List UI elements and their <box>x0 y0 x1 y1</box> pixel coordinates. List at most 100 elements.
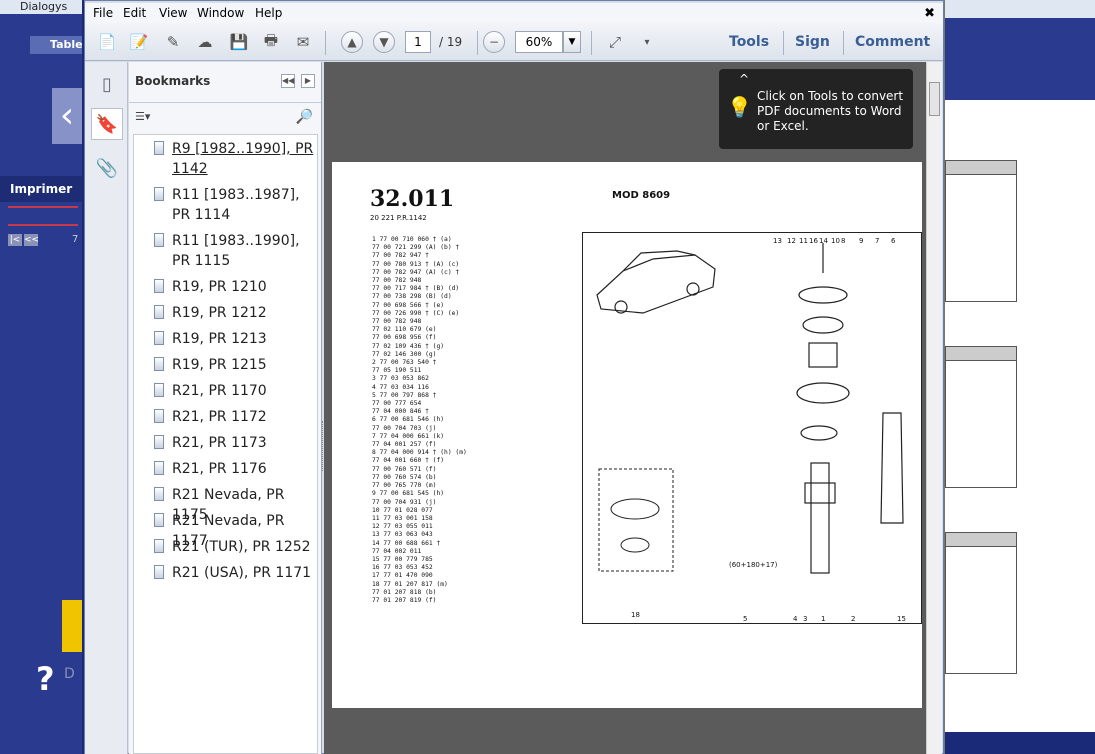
car-icon <box>596 250 716 314</box>
part-line: 77 00 726 990 † (C) (e) <box>372 309 460 317</box>
page-up-icon[interactable]: ▲ <box>341 31 363 53</box>
part-line: 77 00 738 298 (B) (d) <box>372 293 452 301</box>
background-thumb-2[interactable] <box>945 346 1017 488</box>
document-view[interactable]: 32.011 20 221 P.R.1142 MOD 8609 1 77 00 … <box>324 62 926 754</box>
part-line: 77 00 760 571 (f) <box>372 465 437 473</box>
bookmark-icon <box>154 331 164 345</box>
zoom-dropdown-icon[interactable]: ▼ <box>563 31 581 53</box>
back-arrow-icon[interactable]: ‹ <box>52 88 82 144</box>
svg-text:2: 2 <box>851 615 855 623</box>
expand-panel-icon[interactable]: ▶ <box>301 74 315 88</box>
cloud-upload-icon[interactable]: ☁ <box>197 33 213 51</box>
svg-text:10: 10 <box>831 237 840 245</box>
part-line: 77 02 109 436 † (g) <box>372 342 445 350</box>
part-line: 77 00 721 299 (A) (b) † <box>372 244 460 252</box>
menu-file[interactable]: File <box>93 6 114 20</box>
help-letter-icon: D <box>64 666 75 682</box>
callout-labels: 13 12 11 16 14 10 8 9 7 6 18 5 4 3 <box>631 237 906 623</box>
part-line: 77 05 190 511 <box>372 367 422 375</box>
bookmarks-panel: Bookmarks ◀◀ ▶ ☰▾ 🔎 R9 [1982..1990], PR … <box>129 62 322 754</box>
part-line: 77 04 000 846 † <box>372 408 429 416</box>
zoom-input[interactable]: 60% <box>515 31 563 53</box>
part-line: 77 04 001 660 † (f) <box>372 457 445 465</box>
page-number-input[interactable]: 1 <box>405 31 431 53</box>
toolbar-more-icon[interactable]: ▾ <box>644 36 650 48</box>
exploded-diagram: 13 12 11 16 14 10 8 9 7 6 18 5 4 3 <box>582 232 922 624</box>
toolbar-separator <box>477 31 478 55</box>
find-bookmark-icon[interactable]: 🔎 <box>295 109 313 125</box>
print-icon[interactable]: 🖶 <box>263 30 279 49</box>
sign-link[interactable]: Sign <box>795 34 830 50</box>
svg-text:(60+180+17): (60+180+17) <box>729 561 778 569</box>
menu-view[interactable]: View <box>159 6 188 20</box>
part-line: 4 77 03 034 116 <box>372 383 429 391</box>
attachments-icon[interactable]: 📎 <box>95 157 119 179</box>
page-total: / 19 <box>439 35 463 49</box>
page-thumbnails-icon[interactable]: ▯ <box>102 73 112 95</box>
edit-pdf-icon[interactable]: 📝 <box>129 33 149 51</box>
bookmark-icon <box>154 565 164 579</box>
part-line: 6 77 00 681 546 (h) <box>372 416 445 424</box>
tooltip-collapse-icon[interactable]: ^ <box>739 72 750 86</box>
help-icon[interactable]: ? <box>36 660 55 698</box>
collapse-panel-icon[interactable]: ◀◀ <box>281 74 295 88</box>
part-line: 77 02 146 300 (g) <box>372 350 437 358</box>
menu-help[interactable]: Help <box>255 6 283 20</box>
toolbar: 📄 📝 ✎ ☁ 💾 🖶 ✉ ▲ ▼ 1 / 19 − 60% ▼ ⤢ ▾ Too… <box>85 23 943 61</box>
part-line: 77 04 002 011 <box>372 547 422 555</box>
tools-link[interactable]: Tools <box>729 34 770 50</box>
email-icon[interactable]: ✉ <box>296 33 310 51</box>
prev-page-button[interactable]: << <box>24 234 40 246</box>
svg-text:15: 15 <box>897 615 906 623</box>
model-label: MOD 8609 <box>612 190 671 201</box>
close-icon[interactable]: ✖ <box>924 6 935 21</box>
print-link[interactable]: Imprimer <box>0 176 82 202</box>
zoom-out-icon[interactable]: − <box>483 31 505 53</box>
part-line: 9 77 00 681 545 (h) <box>372 490 445 498</box>
bookmarks-toolbar: ☰▾ 🔎 <box>129 102 321 132</box>
part-line: 77 00 704 703 (j) <box>372 424 437 432</box>
inset-box <box>598 468 674 572</box>
background-app-tab[interactable]: Table <box>30 36 83 54</box>
bookmark-icon <box>154 305 164 319</box>
bookmark-icon <box>154 141 164 155</box>
menu-edit[interactable]: Edit <box>123 6 147 20</box>
svg-text:16: 16 <box>809 237 818 245</box>
part-line: 77 00 765 770 (m) <box>372 482 437 490</box>
suspension-diagram-svg: 13 12 11 16 14 10 8 9 7 6 18 5 4 3 <box>596 237 906 623</box>
part-line: 77 02 110 679 (e) <box>372 326 437 334</box>
bookmark-icon <box>154 461 164 475</box>
bookmarks-icon[interactable]: 🔖 <box>91 108 123 140</box>
bookmark-icon <box>154 357 164 371</box>
tooltip-text: Click on Tools to convert PDF documents … <box>757 89 904 133</box>
create-pdf-icon[interactable]: 📄 <box>97 33 117 51</box>
lightbulb-icon: 💡 <box>727 95 752 119</box>
scrollbar-thumb[interactable] <box>929 82 940 116</box>
background-thumb-1[interactable] <box>945 160 1017 302</box>
page-down-icon[interactable]: ▼ <box>373 31 395 53</box>
svg-text:11: 11 <box>799 237 808 245</box>
menu-bar: File Edit View Window Help ✖ <box>85 3 943 23</box>
vertical-scrollbar[interactable] <box>926 62 942 754</box>
part-line: 77 00 698 956 (f) <box>372 334 437 342</box>
part-line: 77 00 782 947 (A) (c) † <box>372 268 460 276</box>
bookmark-icon <box>154 435 164 449</box>
svg-text:14: 14 <box>819 237 828 245</box>
bookmark-options-icon[interactable]: ☰▾ <box>135 110 151 123</box>
first-page-button[interactable]: |< <box>8 234 22 246</box>
sign-pen-icon[interactable]: ✎ <box>166 33 180 51</box>
part-line: 77 00 698 566 † (e) <box>372 301 445 309</box>
background-app-title: Dialogys <box>0 0 82 14</box>
bookmark-icon <box>154 409 164 423</box>
part-line: 18 77 01 207 817 (m) <box>372 580 448 588</box>
part-line: 14 77 00 688 661 † <box>372 539 441 547</box>
comment-link[interactable]: Comment <box>855 34 931 50</box>
save-icon[interactable]: 💾 <box>229 33 249 51</box>
menu-window[interactable]: Window <box>197 6 245 20</box>
fit-page-icon[interactable]: ⤢ <box>608 33 621 51</box>
strut-assembly-icon <box>796 243 904 574</box>
page-subheading: 20 221 P.R.1142 <box>370 214 427 222</box>
part-line: 1 77 00 710 060 † (a) <box>372 236 452 243</box>
bookmark-icon <box>154 279 164 293</box>
background-thumb-3[interactable] <box>945 532 1017 674</box>
